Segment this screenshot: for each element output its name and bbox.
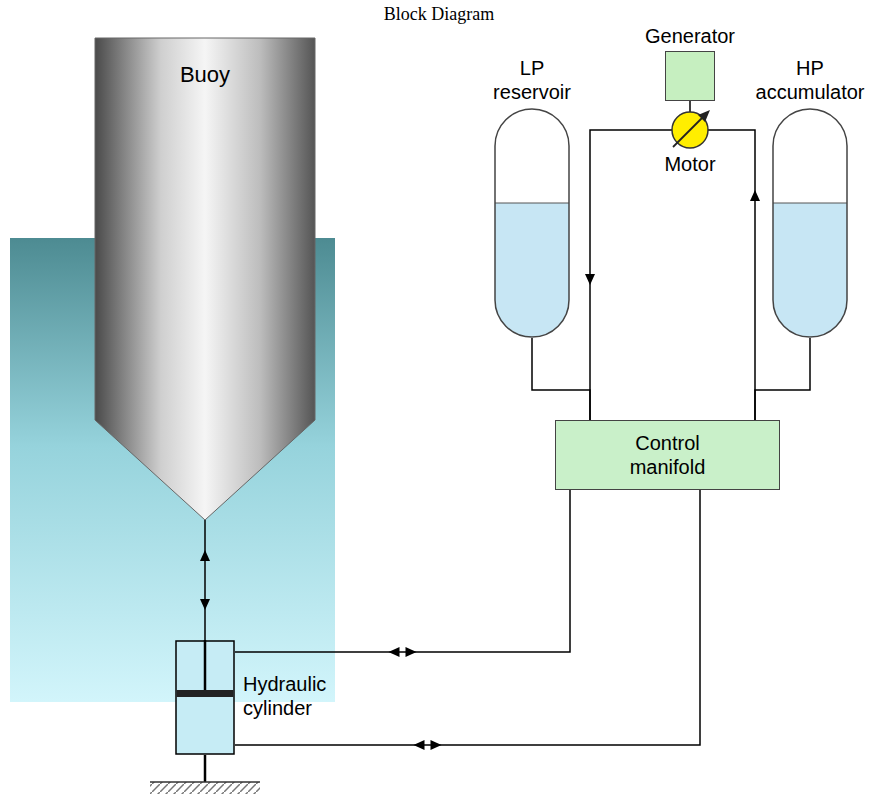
buoy: Buoy (95, 38, 315, 520)
arrow-head (414, 740, 425, 750)
fluid (495, 203, 569, 337)
vessel-capsule (772, 108, 848, 338)
seabed-line (150, 781, 260, 783)
connector-line (755, 338, 810, 420)
vessel-label: LP reservoir (482, 56, 582, 104)
hydraulic-motor: Motor (650, 108, 730, 180)
anchor-rod (204, 755, 207, 782)
cylinder-body (175, 640, 235, 755)
generator-label: Generator (635, 24, 745, 48)
arrow-head (200, 550, 210, 561)
vessel-label: HP accumulator (748, 56, 873, 104)
buoy-label: Buoy (95, 38, 315, 88)
connector (708, 130, 760, 420)
pressure-vessel: HP accumulator (747, 56, 873, 342)
arrow-head (750, 190, 760, 201)
arrow-head (585, 274, 595, 285)
connector (585, 130, 672, 420)
connector-line (689, 101, 691, 112)
manifold-label: Control manifold (613, 431, 723, 479)
pressure-vessel: LP reservoir (477, 56, 587, 342)
arrow-head (431, 740, 442, 750)
connector (235, 490, 570, 657)
hydraulic-cylinder: Hydraulic cylinder (175, 640, 360, 755)
motor-symbol (668, 108, 712, 152)
seabed-hatch (150, 782, 260, 794)
connector (200, 520, 210, 640)
arrow-head (389, 647, 400, 657)
connector-line (235, 490, 700, 745)
connector (755, 338, 810, 420)
buoy-body (95, 38, 315, 520)
piston (177, 690, 234, 697)
generator-box (665, 51, 715, 101)
control-manifold: Control manifold (555, 420, 780, 490)
generator: Generator (635, 24, 745, 102)
connector-line (532, 338, 590, 420)
connector-line (235, 490, 570, 652)
vessel-capsule (494, 108, 570, 338)
arrow-head (200, 599, 210, 610)
fluid (773, 203, 847, 337)
cylinder-label: Hydraulic cylinder (243, 640, 348, 720)
arrow-head (406, 647, 417, 657)
connector-line (204, 520, 206, 640)
connector-line (590, 130, 672, 420)
connector (532, 338, 590, 420)
buoy-outline (95, 38, 315, 520)
diagram-title: Block Diagram (0, 3, 878, 25)
connector (690, 101, 691, 112)
connector (235, 490, 700, 750)
motor-label: Motor (650, 108, 730, 176)
